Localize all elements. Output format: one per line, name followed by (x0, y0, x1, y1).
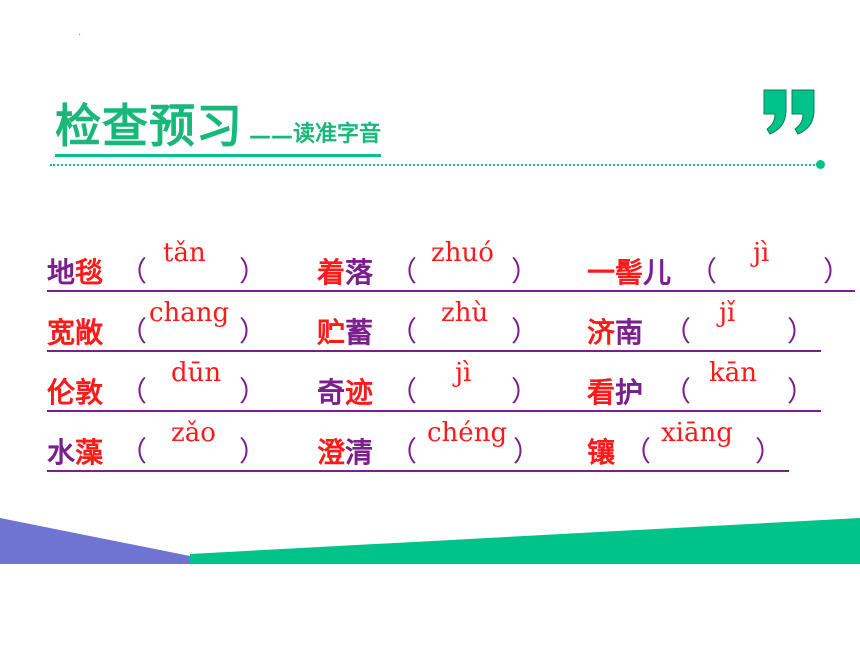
vocab-row: 地毯 （ tǎn ） 着落 （ zhuó ） 一髻儿 （ jì ） (47, 238, 855, 292)
vocab-word: 地毯 (47, 256, 104, 289)
paren-open: （ (119, 375, 148, 408)
paren-close: ） (511, 315, 540, 348)
paren-close: ） (511, 255, 540, 288)
vocab-word: 宽敞 (47, 316, 104, 349)
paren-open: （ (389, 435, 418, 468)
pinyin-answer: jǐ (719, 298, 736, 328)
pinyin-answer: jì (455, 358, 472, 388)
paren-close: ） (823, 255, 852, 288)
pinyin-answer: zhuó (431, 238, 494, 268)
pinyin-answer: dūn (171, 358, 222, 388)
title-main: 检查预习 (55, 99, 243, 153)
paren-open: （ (119, 435, 148, 468)
vocab-word: 着落 (317, 256, 374, 289)
title-dash: —— (249, 124, 293, 149)
vocab-word: 一髻儿 (587, 256, 672, 289)
vocab-row: 宽敞 （ chang ） 贮蓄 （ zhù ） 济南 （ jǐ ） (47, 298, 821, 352)
vocab-row: 水藻 （ zǎo ） 澄清 （ chéng ） 镶 （ xiāng ） (47, 418, 789, 472)
paren-open: （ (389, 255, 418, 288)
vocab-word: 看护 (587, 376, 644, 409)
vocab-word: 济南 (587, 316, 644, 349)
divider-dot (816, 160, 825, 169)
paren-open: （ (389, 375, 418, 408)
vocab-word: 贮蓄 (317, 316, 374, 349)
pinyin-answer: tǎn (163, 238, 206, 268)
paren-close: ） (239, 375, 268, 408)
paren-open: （ (663, 375, 692, 408)
paren-open: （ (389, 315, 418, 348)
paren-close: ） (511, 375, 540, 408)
quote-icon (763, 89, 815, 135)
paren-close: ） (239, 255, 268, 288)
decorative-band (0, 518, 860, 564)
paren-open: （ (623, 435, 652, 468)
paren-close: ） (787, 315, 816, 348)
page-title: 检查预习 —— 读准字音 (55, 99, 382, 157)
title-divider (50, 164, 818, 166)
paren-open: （ (119, 255, 148, 288)
vocab-word: 镶 (587, 436, 616, 469)
paren-open: （ (119, 315, 148, 348)
pinyin-answer: chang (149, 298, 230, 328)
paren-open: （ (689, 255, 718, 288)
pinyin-answer: jì (753, 238, 770, 268)
paren-open: （ (663, 315, 692, 348)
paren-close: ） (755, 435, 784, 468)
pinyin-answer: xiāng (661, 418, 733, 448)
paren-close: ） (239, 315, 268, 348)
vocab-row: 伦敦 （ dūn ） 奇迹 （ jì ） 看护 （ kān ） (47, 358, 821, 412)
vocab-word: 伦敦 (47, 376, 104, 409)
title-sub: 读准字音 (293, 122, 382, 147)
pinyin-answer: chéng (427, 418, 508, 448)
pinyin-answer: zǎo (171, 418, 216, 448)
vocab-word: 水藻 (47, 436, 104, 469)
paren-close: ） (513, 435, 542, 468)
pinyin-answer: kān (709, 358, 758, 388)
corner-dot: · (78, 30, 82, 41)
vocab-word: 奇迹 (317, 376, 374, 409)
vocab-word: 澄清 (317, 436, 374, 469)
pinyin-answer: zhù (441, 298, 489, 328)
paren-close: ） (239, 435, 268, 468)
paren-close: ） (787, 375, 816, 408)
